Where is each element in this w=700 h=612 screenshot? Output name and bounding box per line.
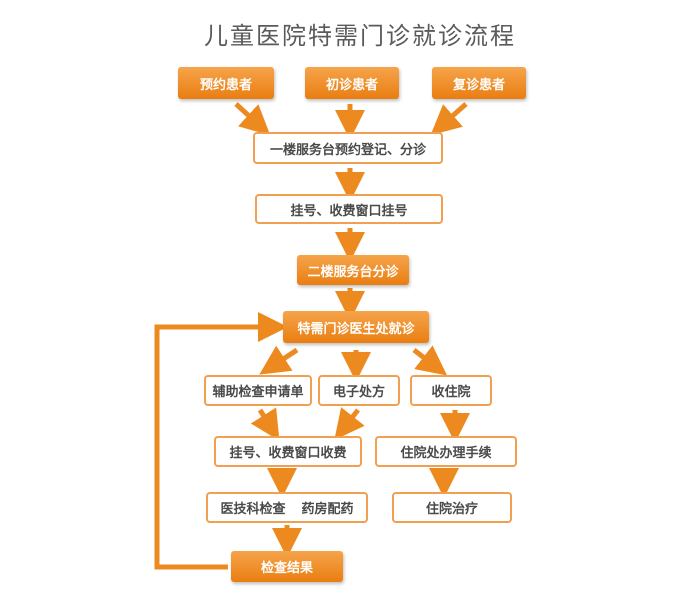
auxiliary-exam-request-label: 辅助检查申请单 — [212, 385, 304, 400]
appointment-patient-box: 预约患者 — [178, 67, 274, 99]
arrow-doctor-to-admission — [412, 345, 448, 376]
registration-window-label: 挂号、收费窗口挂号 — [290, 203, 408, 219]
exam-result-label: 检查结果 — [260, 561, 313, 576]
inpatient-treatment-label: 住院治疗 — [425, 502, 478, 517]
e-prescription-label: 电子处方 — [332, 385, 385, 400]
first-visit-patient-label: 初诊患者 — [325, 77, 378, 93]
first-floor-desk-label: 一楼服务台预约登记、分诊 — [269, 142, 426, 158]
second-floor-desk-box: 二楼服务台分诊 — [297, 255, 409, 285]
first-visit-patient-box: 初诊患者 — [305, 67, 399, 99]
return-visit-patient-box: 复诊患者 — [432, 67, 526, 99]
inpatient-office-label: 住院处办理手续 — [400, 446, 492, 461]
exam-and-pharmacy-box: 医技科检查 药房配药 — [206, 492, 368, 523]
arrow-doctor-to-exam-request — [259, 345, 299, 375]
first-floor-desk-box: 一楼服务台预约登记、分诊 — [253, 132, 443, 164]
admission-label: 收住院 — [431, 385, 471, 400]
exam-result-box: 检查结果 — [231, 551, 343, 582]
admission-box: 收住院 — [410, 375, 492, 406]
medical-tech-exam-label: 医技科检查 — [220, 502, 286, 517]
appointment-patient-label: 预约患者 — [199, 77, 252, 93]
pharmacy-dispense-label: 药房配药 — [301, 502, 354, 517]
return-visit-patient-label: 复诊患者 — [452, 77, 505, 93]
inpatient-office-box: 住院处办理手续 — [375, 436, 517, 467]
special-clinic-doctor-label: 特需门诊医生处就诊 — [297, 321, 415, 337]
registration-window-box: 挂号、收费窗口挂号 — [255, 194, 443, 224]
payment-window-label: 挂号、收费窗口收费 — [229, 446, 347, 461]
arrow-exam-request-to-payment — [250, 407, 280, 441]
arrow-result-loop-back — [154, 312, 288, 570]
arrow-return-visit-to-desk — [430, 102, 468, 136]
auxiliary-exam-request-box: 辅助检查申请单 — [204, 375, 312, 406]
payment-window-box: 挂号、收费窗口收费 — [214, 436, 362, 467]
special-clinic-doctor-box: 特需门诊医生处就诊 — [283, 311, 429, 343]
inpatient-treatment-box: 住院治疗 — [392, 492, 512, 523]
page-title: 儿童医院特需门诊就诊流程 — [204, 22, 516, 50]
arrow-appointment-to-desk — [234, 102, 271, 136]
arrow-prescription-to-payment — [334, 407, 365, 440]
e-prescription-box: 电子处方 — [318, 375, 400, 406]
second-floor-desk-label: 二楼服务台分诊 — [307, 264, 399, 280]
